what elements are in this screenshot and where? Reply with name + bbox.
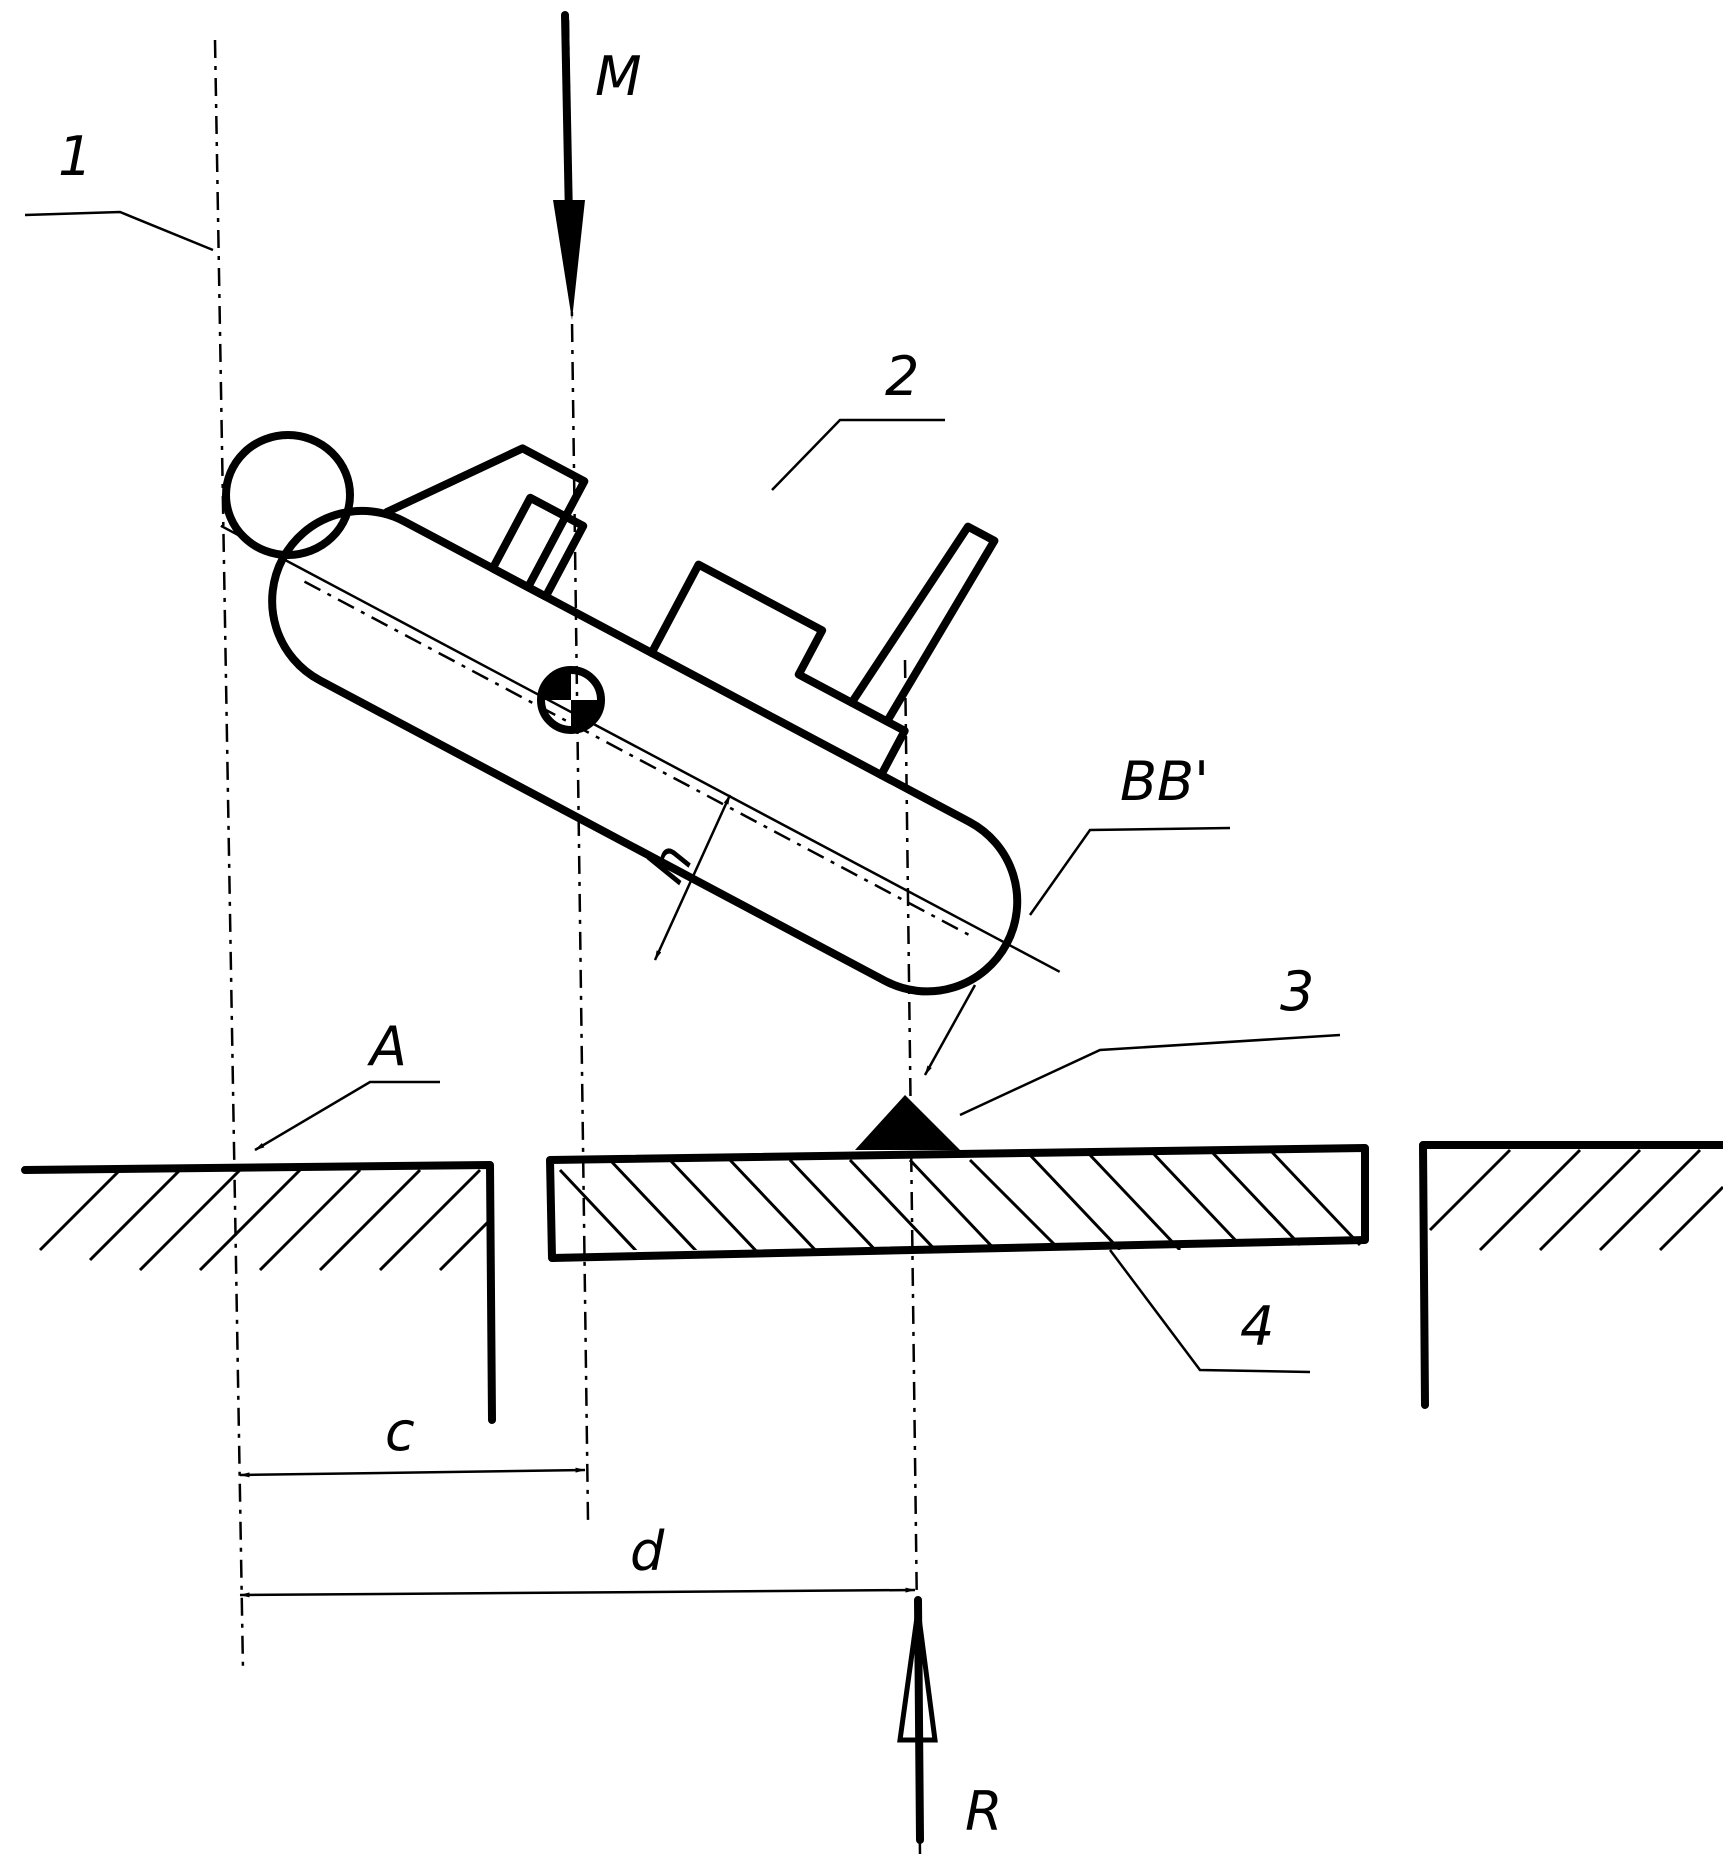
label-d: d bbox=[630, 1520, 665, 1583]
leader-3 bbox=[959, 1033, 1341, 1117]
cab-frame bbox=[382, 444, 589, 592]
label-3: 3 bbox=[1280, 960, 1314, 1023]
track-centerline bbox=[303, 580, 977, 940]
leader-2 bbox=[771, 418, 945, 491]
tractor bbox=[220, 444, 1061, 996]
dim-h-line bbox=[653, 794, 732, 961]
reaction-r-arrow-shaft bbox=[914, 1596, 924, 1844]
leader-a bbox=[254, 1080, 440, 1152]
ground-left bbox=[21, 1161, 496, 1424]
label-2: 2 bbox=[885, 345, 919, 408]
exhaust-stack bbox=[847, 522, 999, 726]
label-4: 4 bbox=[1240, 1295, 1274, 1358]
plate-4 bbox=[546, 1144, 1369, 1262]
label-c: c bbox=[385, 1400, 415, 1463]
dim-c-line bbox=[239, 1467, 586, 1478]
ground-right bbox=[1419, 1141, 1723, 1409]
label-m: M bbox=[595, 45, 642, 108]
label-r: R bbox=[965, 1780, 1003, 1843]
contact-arrow bbox=[923, 984, 977, 1076]
leader-bb bbox=[1028, 826, 1231, 916]
steering-wheel bbox=[222, 431, 354, 559]
force-m-arrowhead bbox=[553, 200, 585, 320]
dim-d-line bbox=[239, 1587, 916, 1598]
cab-post bbox=[488, 493, 588, 601]
label-bb: BB' bbox=[1120, 750, 1209, 813]
reaction-r-arrowhead bbox=[897, 1609, 938, 1743]
label-1: 1 bbox=[58, 125, 92, 188]
label-a: A bbox=[367, 1015, 407, 1078]
vertical-axis-1 bbox=[213, 39, 245, 1671]
vertical-line-m bbox=[566, 19, 590, 1521]
cg-fill bbox=[541, 670, 601, 730]
leader-4 bbox=[1109, 1249, 1311, 1374]
leader-1 bbox=[24, 210, 214, 252]
contact-wedge bbox=[855, 1095, 960, 1150]
engine-hood bbox=[647, 560, 909, 779]
track-axis-bb bbox=[220, 524, 1061, 973]
